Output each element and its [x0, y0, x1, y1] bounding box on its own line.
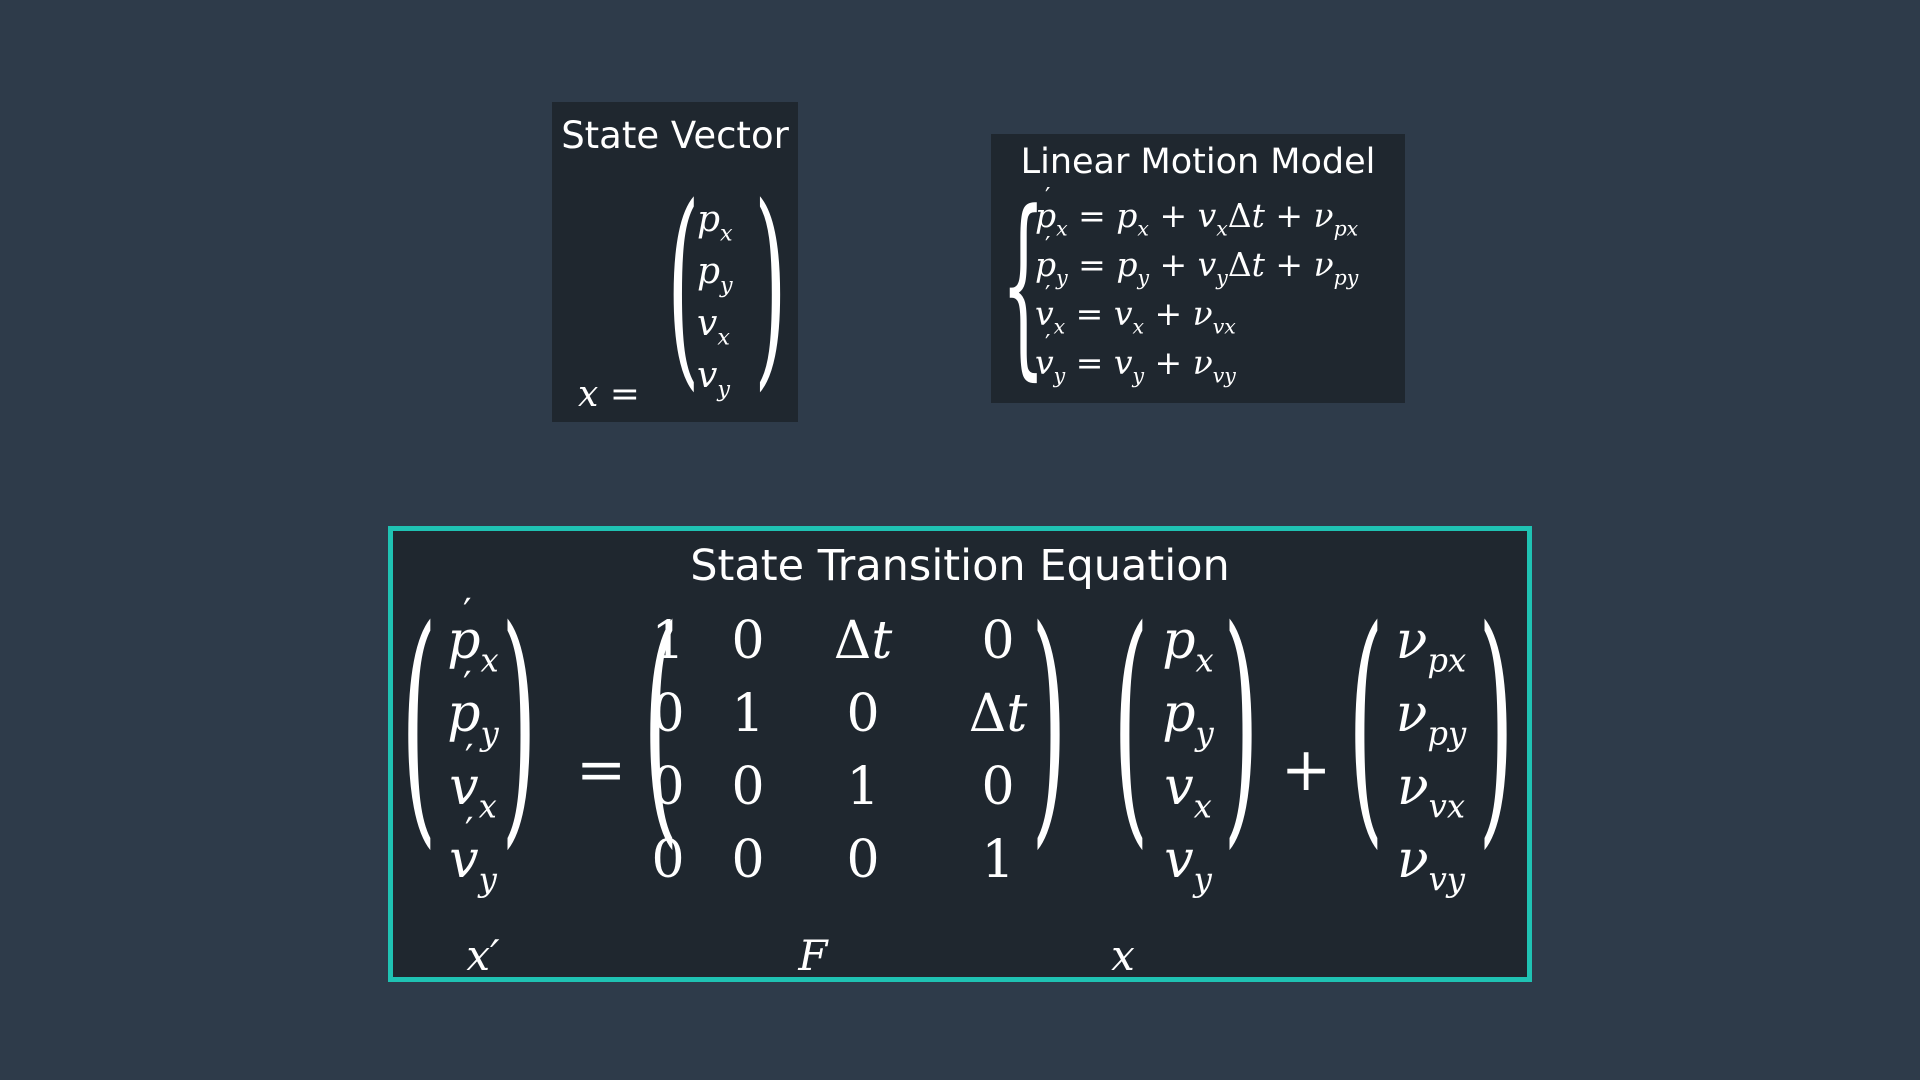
F-cell: 1 [846, 757, 880, 817]
motion-equation: v′x = vx + νvx [1035, 280, 1236, 339]
left-paren: ( [667, 160, 700, 411]
F-cell: 0 [846, 684, 880, 744]
math-symbol: p′y [1035, 231, 1068, 290]
state-vector-title: State Vector [561, 114, 789, 157]
math-symbol: py [1162, 684, 1214, 753]
noise-entry: νvy [1371, 830, 1491, 899]
F-cell: 0 [651, 684, 685, 744]
math-symbol: py [697, 251, 733, 299]
F-cell: 0 [846, 830, 880, 890]
motion-equation: p′x = px + vxΔt + νpx [1035, 182, 1359, 241]
math-symbol: νpy [1395, 684, 1467, 753]
state-vector-entry: vy [697, 354, 730, 403]
left-brace: { [1001, 169, 1046, 399]
math-symbol: p′x [1035, 182, 1068, 241]
math-symbol: v′y [449, 809, 497, 899]
F-cell: 0 [981, 757, 1015, 817]
state-transition-title: State Transition Equation [690, 541, 1230, 591]
math-symbol: p′x [447, 590, 499, 680]
F-cell: 0 [731, 830, 765, 890]
plus-sign: + [1281, 735, 1332, 805]
math-symbol: vy [1164, 830, 1212, 899]
math-symbol: vy [697, 355, 730, 403]
F-cell: 0 [981, 611, 1015, 671]
math-symbol: v′y [1035, 329, 1066, 388]
lhs-entry: v′y [433, 809, 513, 899]
math-symbol: νvy [1396, 830, 1466, 899]
math-symbol: vx [1164, 757, 1212, 826]
state-vector-entry: vx [697, 302, 730, 351]
F-cell: 1 [981, 830, 1015, 890]
math-symbol: p′y [447, 663, 499, 753]
F-cell: 1 [651, 611, 685, 671]
x-entry: py [1138, 684, 1238, 753]
motion-equation: v′y = vy + νvy [1035, 329, 1236, 388]
equals-sign: = [576, 735, 627, 805]
math-symbol: vx [697, 303, 730, 351]
lhs-entry: p′y [433, 663, 513, 753]
math-symbol: νvx [1396, 757, 1465, 826]
state-vector-entry: px [697, 198, 733, 247]
x-entry: px [1138, 611, 1238, 680]
motion-model-panel: Linear Motion Model { p′x = px + vxΔt + … [991, 134, 1405, 403]
math-symbol: νpx [1395, 611, 1467, 680]
noise-entry: νpx [1371, 611, 1491, 680]
x-right-paren: ) [1223, 577, 1259, 872]
noise-left-paren: ( [1348, 577, 1384, 872]
F-cell: 0 [731, 611, 765, 671]
state-vector-lhs: x = [578, 374, 640, 415]
math-symbol: v′x [449, 736, 497, 826]
math-symbol: px [697, 199, 733, 247]
noise-entry: νpy [1371, 684, 1491, 753]
x-entry: vx [1138, 757, 1238, 826]
x-entry: vy [1138, 830, 1238, 899]
F-cell: 0 [731, 757, 765, 817]
label-x-prime: x′ [466, 931, 500, 980]
lhs-right-paren: ) [501, 577, 537, 872]
F-cell: 0 [651, 757, 685, 817]
label-F: F [798, 931, 828, 980]
state-vector-entry: py [697, 250, 733, 299]
noise-right-paren: ) [1478, 577, 1514, 872]
lhs-left-paren: ( [401, 577, 437, 872]
x-left-paren: ( [1113, 577, 1149, 872]
math-symbol: px [1162, 611, 1214, 680]
F-cell: Δt [833, 611, 893, 671]
label-x: x [1111, 931, 1135, 980]
lhs-entry: v′x [433, 736, 513, 826]
motion-equation: p′y = py + vyΔt + νpy [1035, 231, 1359, 290]
motion-model-title: Linear Motion Model [1020, 142, 1376, 182]
F-left-paren: ( [643, 577, 679, 872]
math-symbol: v′x [1035, 280, 1066, 339]
F-cell: 1 [731, 684, 765, 744]
F-cell: 0 [651, 830, 685, 890]
lhs-entry: p′x [433, 590, 513, 680]
noise-entry: νvx [1371, 757, 1491, 826]
right-paren: ) [754, 160, 787, 411]
F-right-paren: ) [1031, 577, 1067, 872]
F-cell: Δt [968, 684, 1028, 744]
